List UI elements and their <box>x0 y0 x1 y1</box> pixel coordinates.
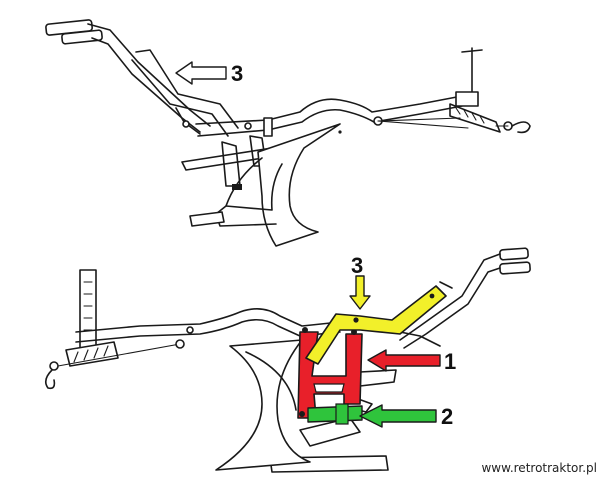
site-credit: www.retrotraktor.pl <box>481 461 597 475</box>
bottom-arrow-3: 3 <box>349 253 371 310</box>
top-label-3: 3 <box>231 61 243 86</box>
top-plough-mouldboard <box>189 123 342 247</box>
top-plough-beam <box>182 95 469 137</box>
bottom-plough-beam <box>75 308 341 349</box>
bottom-arrow-1: 1 <box>367 349 456 374</box>
bottom-label-3: 3 <box>351 253 363 278</box>
bottom-plough <box>44 247 531 473</box>
bottom-plough-mouldboard <box>215 339 311 471</box>
top-plough-handles <box>45 19 239 137</box>
yellow-stay-rod <box>305 285 447 365</box>
bottom-plough-handles <box>379 247 531 349</box>
top-plough <box>45 19 531 247</box>
green-clamp-bar <box>307 403 363 425</box>
bottom-label-2: 2 <box>441 404 453 429</box>
bottom-plough-hitch <box>44 269 181 390</box>
bottom-label-1: 1 <box>444 349 456 374</box>
bottom-arrow-2: 2 <box>359 404 453 429</box>
top-plough-hitch <box>449 47 531 134</box>
top-arrow-3: 3 <box>175 61 243 86</box>
